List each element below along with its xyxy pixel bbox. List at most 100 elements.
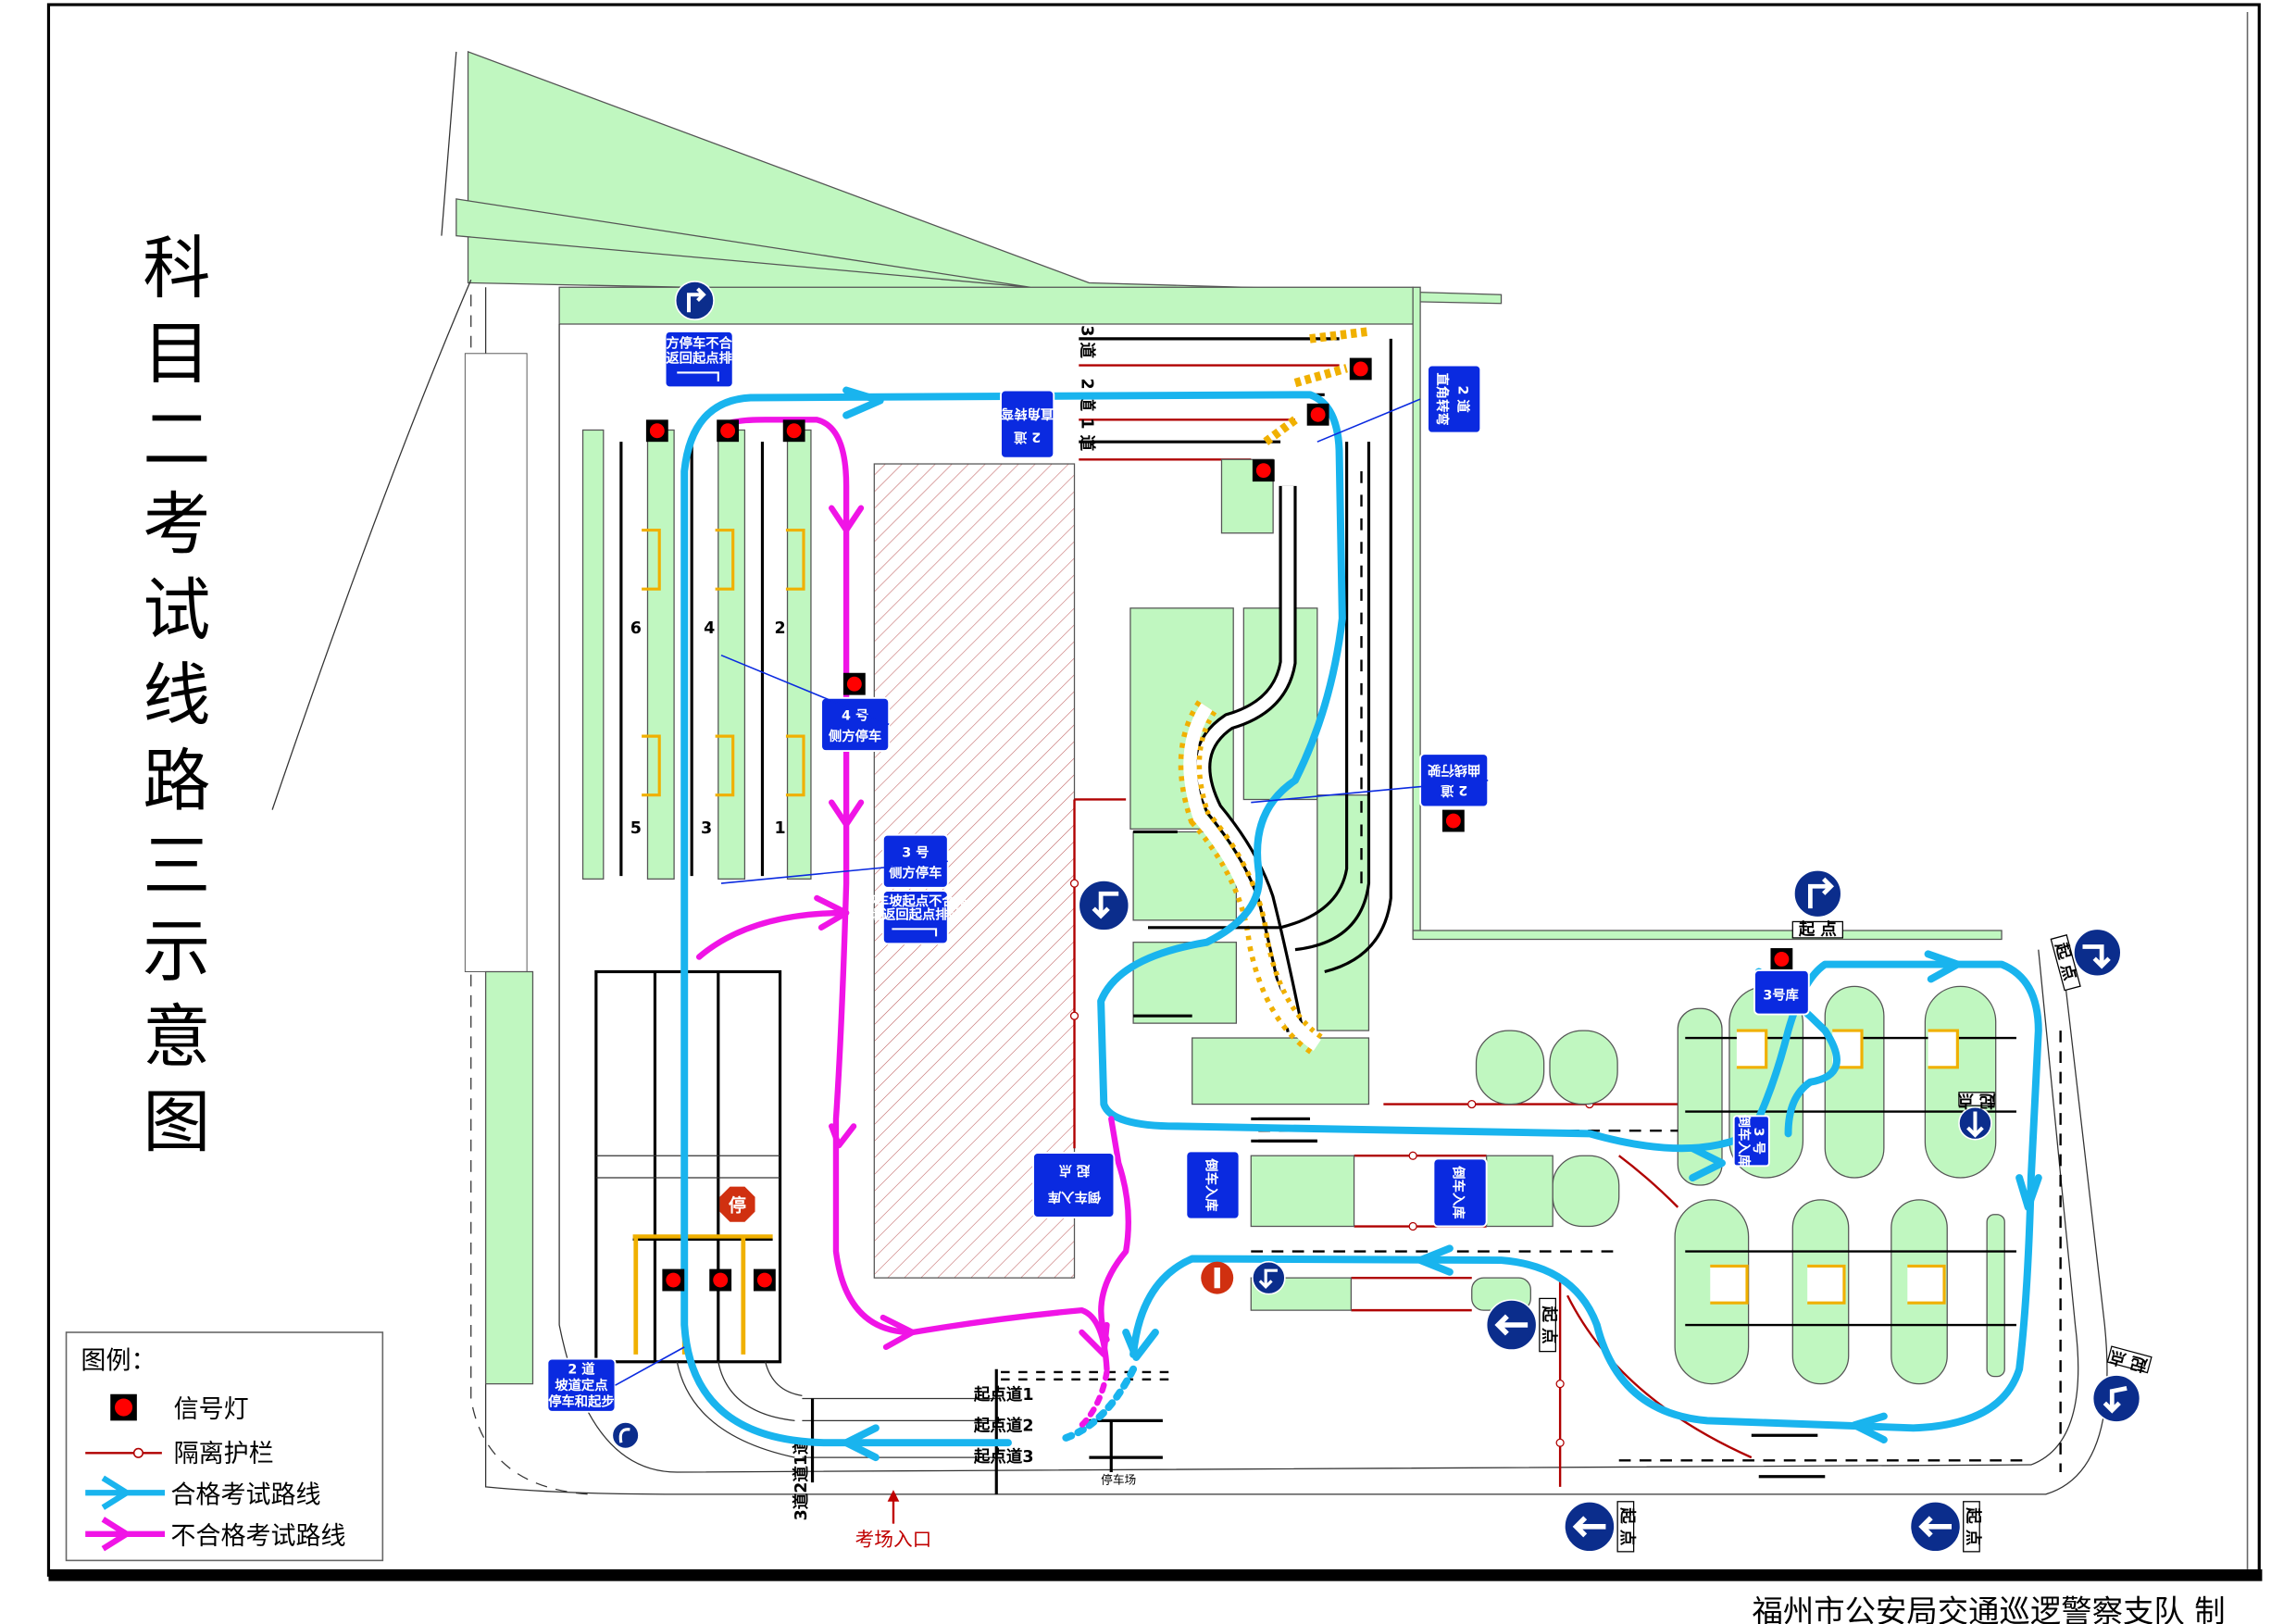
start-lane-3: 起点道3 [973, 1447, 1034, 1467]
svg-text:3号库: 3号库 [1763, 987, 1799, 1004]
arrow-left-icon [1485, 1299, 1538, 1351]
turn-right-icon [674, 281, 715, 321]
entrance: 考场入口 [855, 1490, 931, 1550]
svg-text:起 点: 起 点 [1957, 1091, 1997, 1110]
svg-text:起 点: 起 点 [1963, 1506, 1982, 1546]
svg-text:起 点: 起 点 [1798, 920, 1838, 940]
parking-number: 5 [630, 819, 642, 838]
title-char: 考 [143, 486, 210, 565]
svg-text:4 号: 4 号 [842, 708, 868, 724]
curve-lanes [1129, 338, 1392, 1143]
signal-light-icon [662, 1268, 685, 1292]
reverse-parking-area [1250, 985, 2062, 1479]
right-angle-lanes: 3 道 2 道 1 道 [1077, 325, 1370, 534]
signal-light-icon [1306, 403, 1329, 426]
turn-left-icon [1078, 880, 1130, 931]
pass-route [680, 391, 2042, 1447]
svg-text:1 道: 1 道 [1077, 418, 1096, 451]
title-char: 试 [143, 571, 210, 650]
sign-slope-2: 2 道 坡道定点 停车和起步 [546, 1357, 617, 1413]
title-char: 三 [143, 827, 210, 906]
legend: 图例： 信号灯 隔离护栏 合格考试路线 不合格考试路线 [65, 1331, 384, 1562]
svg-text:坡道定点: 坡道定点 [555, 1377, 607, 1393]
svg-text:起 点: 起 点 [1059, 1162, 1092, 1178]
svg-text:3 号: 3 号 [1751, 1128, 1766, 1155]
parking-number: 1 [774, 819, 785, 838]
svg-text:请返回起点排队: 请返回起点排队 [653, 349, 746, 366]
signal-light-icon [717, 419, 740, 443]
sign-reverse-start: 倒车入库 起 点 [1032, 1152, 1116, 1218]
sign-garage-3: 3号库 [1753, 968, 1810, 1016]
sign-side-parking-3: 3 号 侧方停车 [881, 833, 949, 889]
signal-light-icon [1441, 809, 1465, 832]
legend-label: 不合格考试路线 [170, 1522, 345, 1551]
svg-text:停车坡起点不合格: 停车坡起点不合格 [863, 893, 969, 909]
signal-lights [645, 357, 1793, 1292]
sign-reverse-a: 倒车入库 [1185, 1150, 1241, 1220]
no-entry-icon [1201, 1261, 1234, 1294]
curve-right-icon [611, 1421, 640, 1450]
svg-text:直角转弯: 直角转弯 [1434, 372, 1451, 425]
legend-label: 合格考试路线 [170, 1480, 320, 1509]
arrow-left-icon [1909, 1500, 1962, 1553]
title-char: 路 [143, 742, 210, 820]
fence-icon [85, 1447, 162, 1458]
page-title: 科目二考试线路三示意图 [143, 230, 210, 1162]
arrow-down-icon [1958, 1106, 1992, 1141]
parking-lot-label: 停车场 [1101, 1473, 1136, 1487]
signal-light-icon [110, 1393, 137, 1421]
sign-reverse-b: 倒车入库 [1432, 1157, 1488, 1228]
parking-number: 4 [704, 619, 715, 638]
fences [1069, 798, 1753, 1487]
parking-stripes-left [464, 353, 534, 1385]
title-char: 目 [143, 315, 210, 394]
title-char: 图 [143, 1083, 210, 1162]
title-char: 科 [143, 230, 210, 308]
footer-credit: 福州市公安局交通巡逻警察支队 制 [1752, 1593, 2225, 1624]
svg-text:倒车入库: 倒车入库 [1048, 1189, 1102, 1206]
svg-text:起 点: 起 点 [1617, 1506, 1637, 1546]
stop-sign-icon: 停 [719, 1186, 755, 1222]
svg-text:倒车入库: 倒车入库 [1204, 1157, 1220, 1211]
svg-text:停: 停 [729, 1195, 746, 1217]
svg-text:倒车入库: 倒车入库 [1736, 1114, 1753, 1168]
legend-label: 信号灯 [174, 1395, 249, 1424]
arrow-left-icon [1564, 1500, 1616, 1553]
svg-text:倒车入库: 倒车入库 [1451, 1165, 1467, 1218]
signal-light-icon [842, 672, 866, 695]
signal-light-icon [782, 419, 805, 443]
sign-garage-3-reverse: 3 号 倒车入库 [1732, 1114, 1770, 1168]
svg-text:起 点: 起 点 [2107, 1346, 2151, 1375]
svg-text:停车和起步: 停车和起步 [548, 1393, 614, 1409]
bottom-bar [48, 1568, 2263, 1581]
signal-light-icon [709, 1268, 732, 1292]
pass-route-icon [85, 1475, 166, 1510]
svg-text:侧方停车: 侧方停车 [829, 728, 881, 744]
parking-number: 6 [630, 619, 642, 638]
title-char: 示 [143, 913, 210, 992]
signal-light-icon [1252, 459, 1275, 482]
sign-side-parking-4: 4 号 侧方停车 [820, 696, 891, 752]
parking-number: 2 [774, 619, 785, 638]
svg-text:曲线行驶: 曲线行驶 [1427, 762, 1480, 779]
fail-route [695, 417, 1131, 1372]
svg-text:侧方停车: 侧方停车 [889, 865, 942, 881]
svg-text:侧方停车不合格: 侧方停车不合格 [653, 334, 746, 351]
svg-text:2 道: 2 道 [568, 1360, 595, 1377]
legend-label: 隔离护栏 [174, 1440, 274, 1468]
sign-slope-fail: 停车坡起点不合格 请返回起点排队 [863, 890, 969, 945]
signal-light-icon [753, 1268, 776, 1292]
bottom-lanes-label: 3道2道1道 [792, 1438, 811, 1520]
legend-title: 图例： [81, 1347, 156, 1376]
round-signs: 停 [611, 281, 2141, 1553]
turn-right-icon [1793, 868, 1842, 918]
sign-side-parking-fail: 侧方停车不合格 请返回起点排队 [653, 330, 746, 389]
start-lane-2: 起点道2 [973, 1416, 1034, 1435]
svg-text:3 道: 3 道 [1077, 325, 1096, 358]
turn-left-down-icon [2091, 1374, 2141, 1423]
svg-text:2 道: 2 道 [1440, 782, 1467, 799]
title-char: 意 [143, 998, 210, 1077]
signal-light-icon [1770, 948, 1793, 970]
svg-text:3 号: 3 号 [902, 844, 929, 860]
